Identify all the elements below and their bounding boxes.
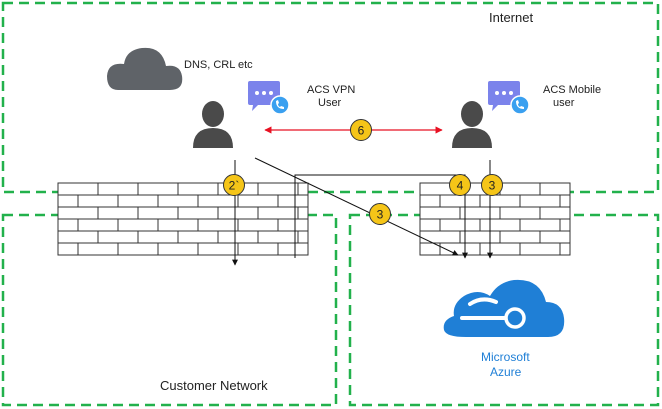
left-firewall-icon <box>57 182 309 256</box>
teams-chat-phone-icon <box>248 81 290 115</box>
vpn-user-label-line2: User <box>318 97 342 109</box>
badge-vpn-to-azure-text: 3 <box>377 208 384 222</box>
vpn-user-label-line1: ACS VPN <box>307 84 355 96</box>
badge-mobile-to-azure-b-text: 3 <box>489 179 496 193</box>
internet-zone-label: Internet <box>489 10 533 25</box>
azure-cloud-icon <box>443 279 565 337</box>
badge-vpn-to-azure: 3 <box>369 203 391 225</box>
badge-vpn-to-customer: 2` <box>223 174 245 196</box>
badge-user-to-user: 6 <box>350 119 372 141</box>
badge-user-to-user-text: 6 <box>358 124 365 138</box>
mobile-user-label-line2: user <box>553 97 575 109</box>
cloud-icon <box>107 47 183 90</box>
badge-mobile-to-azure-a: 4 <box>449 174 471 196</box>
azure-label-line1: Microsoft <box>481 350 530 364</box>
teams-chat-phone-icon <box>488 81 530 115</box>
vpn-tunnel-line <box>294 174 468 259</box>
mobile-user-label-line1: ACS Mobile <box>543 84 601 96</box>
vpn-to-azure-arrow <box>254 157 459 256</box>
mobile-user-person-icon <box>452 101 492 148</box>
badge-vpn-to-customer-text: 2` <box>229 179 240 193</box>
vpn-user-person-icon <box>193 101 233 148</box>
badge-mobile-to-azure-b: 3 <box>481 174 503 196</box>
customer-network-label: Customer Network <box>160 378 268 393</box>
badge-mobile-to-azure-a-text: 4 <box>457 179 464 193</box>
azure-label-line2: Azure <box>490 365 522 379</box>
dns-label: DNS, CRL etc <box>184 59 253 71</box>
internet-zone <box>1 1 660 194</box>
